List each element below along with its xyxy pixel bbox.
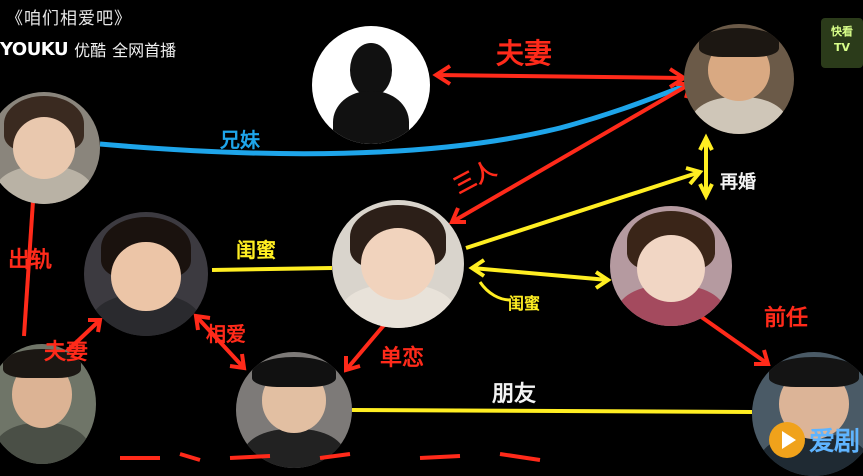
platform-name: 优酷 — [74, 41, 107, 60]
hair — [769, 356, 859, 387]
play-icon — [768, 421, 805, 458]
center-woman-portrait — [332, 200, 464, 328]
unrequited-love-label: 单恋 — [380, 346, 425, 371]
third-line — [450, 82, 692, 224]
husband-wife-top-label: 夫妻 — [496, 37, 553, 70]
corner-badge-logo: 快看 TV — [821, 18, 863, 68]
unknown-character-portrait — [312, 26, 430, 144]
in-love-arrow — [194, 314, 246, 370]
silhouette-body — [333, 90, 409, 144]
best-friend-left-line — [211, 266, 333, 272]
bottom-scribble-decoration — [120, 452, 541, 462]
site-name: 爱剧 — [808, 427, 860, 457]
platform-logo-row: YOUKU 优酷 全网首播 — [0, 37, 176, 61]
corner-badge-text: 快看 TV — [831, 25, 853, 54]
siblings-label: 兄妹 — [220, 128, 260, 152]
bottom-center-man-portrait — [236, 352, 352, 468]
remarried-label: 再婚 — [720, 172, 756, 193]
connection-lines — [22, 64, 771, 414]
relationship-chart: 《咱们相爱吧》 YOUKU 优酷 全网首播 — [0, 9, 863, 476]
hair — [252, 356, 336, 387]
friends-line — [351, 408, 753, 414]
youku-logo: YOUKU — [0, 38, 69, 60]
face — [12, 116, 76, 180]
siblings-line — [99, 81, 691, 157]
friends-label: 朋友 — [492, 382, 537, 407]
best-friend-left-label: 闺蜜 — [236, 238, 276, 262]
hair — [3, 348, 81, 378]
center-to-topright-line — [465, 170, 701, 250]
shoulders — [690, 96, 788, 134]
premiere-text: 全网首播 — [112, 41, 177, 60]
bottom-left-man-portrait — [0, 344, 96, 464]
husband-wife-bottom-label: 夫妻 — [44, 340, 89, 365]
face — [636, 234, 706, 302]
in-love-label: 相爱 — [206, 322, 246, 346]
silhouette-head — [349, 42, 393, 97]
left-woman-portrait — [0, 92, 100, 204]
best-friend-right-label: 闺蜜 — [508, 294, 541, 313]
top-right-man-portrait — [684, 24, 794, 134]
face — [111, 241, 181, 312]
left-middle-woman-portrait — [84, 212, 208, 336]
hair — [699, 28, 779, 57]
show-title: 《咱们相爱吧》 — [6, 9, 132, 29]
site-watermark: 爱剧 — [768, 421, 860, 458]
affair-line — [22, 185, 36, 337]
center-to-right-arrow — [471, 266, 609, 282]
husband-wife-top-arrow — [435, 73, 685, 80]
right-woman-portrait — [610, 206, 732, 326]
face — [361, 228, 435, 300]
shoulders — [0, 423, 90, 464]
affair-label: 出轨 — [8, 248, 53, 273]
shoulders — [242, 428, 346, 468]
ex-label: 前任 — [764, 306, 809, 331]
